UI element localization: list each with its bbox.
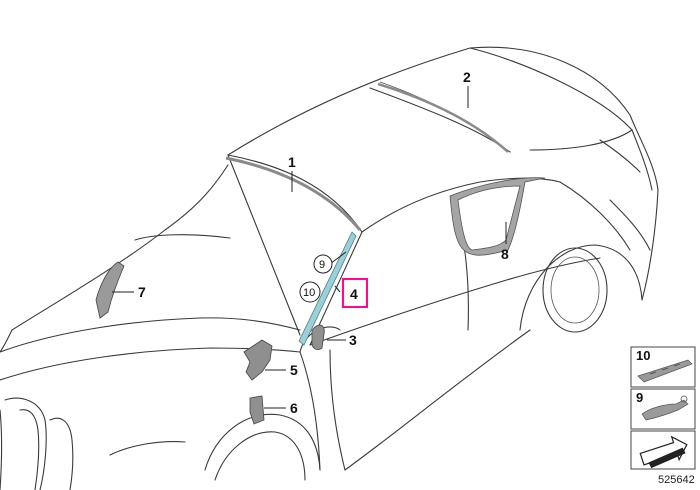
leader-10 [334,285,341,293]
clip-strip-detail-icon [649,363,681,375]
callout-10-circle [299,281,321,303]
bracket-part-5 [243,339,273,381]
reference-number: 525642 [658,474,695,486]
callout-6: 6 [290,400,298,416]
clip-ring-icon [680,395,688,403]
callout-10: 10 [303,287,315,299]
callout-4-highlight-box[interactable] [341,277,369,309]
callout-7: 7 [138,284,146,300]
arrow-shadow-icon [648,447,686,469]
pillar-clip-part [311,324,325,350]
car-outline [0,46,659,490]
windshield-trim-part [225,156,362,231]
callout-9-circle [313,254,333,274]
callout-3: 3 [349,332,357,348]
callout-5: 5 [290,362,298,378]
a-pillar-trim-part [298,231,357,346]
callout-8: 8 [501,246,509,262]
clip-strip-icon [637,359,693,383]
callout-2: 2 [463,69,471,85]
legend-panel: 10 9 525642 [630,346,696,486]
callout-4: 4 [350,286,358,302]
bracket-part-6 [249,395,265,425]
callout-1: 1 [288,154,296,170]
legend-label-9: 9 [636,390,643,405]
callout-9: 9 [319,259,325,271]
leader-9 [329,251,347,265]
legend-label-10: 10 [636,348,650,363]
clip-part-icon [641,399,689,421]
window-frame-part [449,177,546,256]
roof-trim-part [377,82,509,153]
bracket-part-7 [95,261,125,319]
